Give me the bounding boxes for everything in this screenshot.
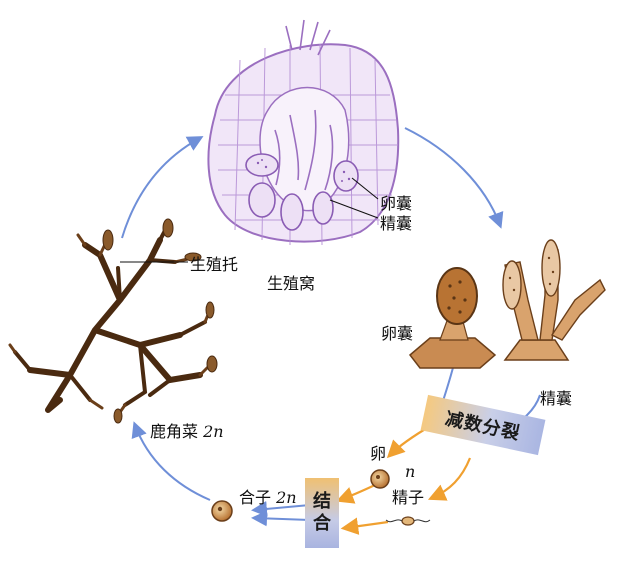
oogonium-structure — [408, 267, 497, 369]
plant-name: 鹿角菜 — [150, 422, 199, 441]
leader-lines — [120, 177, 379, 263]
egg-cell — [370, 469, 390, 489]
label-receptacle: 生殖托 — [190, 255, 239, 274]
conceptacle-section — [207, 19, 400, 246]
label-sperm: 精子 — [392, 488, 425, 507]
label-antheridium-right: 精囊 — [540, 389, 573, 408]
arrow-fusion-to-zygote — [251, 500, 311, 517]
receptacles — [102, 218, 218, 424]
label-oogonium-right: 卵囊 — [381, 324, 414, 343]
fusion-band: 结 合 — [305, 478, 339, 548]
label-haploid: n — [405, 462, 416, 481]
label-plant: 鹿角菜 2n — [150, 418, 224, 442]
arrow-conceptacle-to-gametangia — [404, 127, 504, 229]
zygote-ploidy: 2n — [276, 488, 297, 507]
antheridium-structure — [502, 239, 606, 361]
plant-ploidy: 2n — [203, 422, 224, 441]
label-antheridium-top: 精囊 — [380, 214, 413, 233]
arrow-fusion-to-zygote-2 — [251, 510, 311, 527]
meiosis-arrows — [335, 424, 472, 535]
fucus-thallus — [8, 223, 212, 417]
fusion-char-1: 结 — [313, 491, 331, 512]
label-zygote: 合子 2n — [239, 484, 297, 508]
arrow-sperm-to-fusion — [340, 517, 389, 535]
fusion-char-2: 合 — [313, 513, 331, 534]
label-oogonium-top: 卵囊 — [380, 194, 413, 213]
arrow-to-sperm — [427, 457, 472, 501]
arrow-egg-to-fusion — [335, 484, 376, 504]
sperm-cell — [385, 516, 431, 526]
label-egg: 卵 — [370, 444, 387, 463]
zygote-cell — [211, 500, 233, 522]
arrow-plant-to-conceptacle — [121, 136, 204, 239]
arrow-zygote-to-plant — [131, 421, 211, 501]
label-conceptacle: 生殖窝 — [267, 274, 316, 293]
zygote-name: 合子 — [239, 488, 272, 507]
